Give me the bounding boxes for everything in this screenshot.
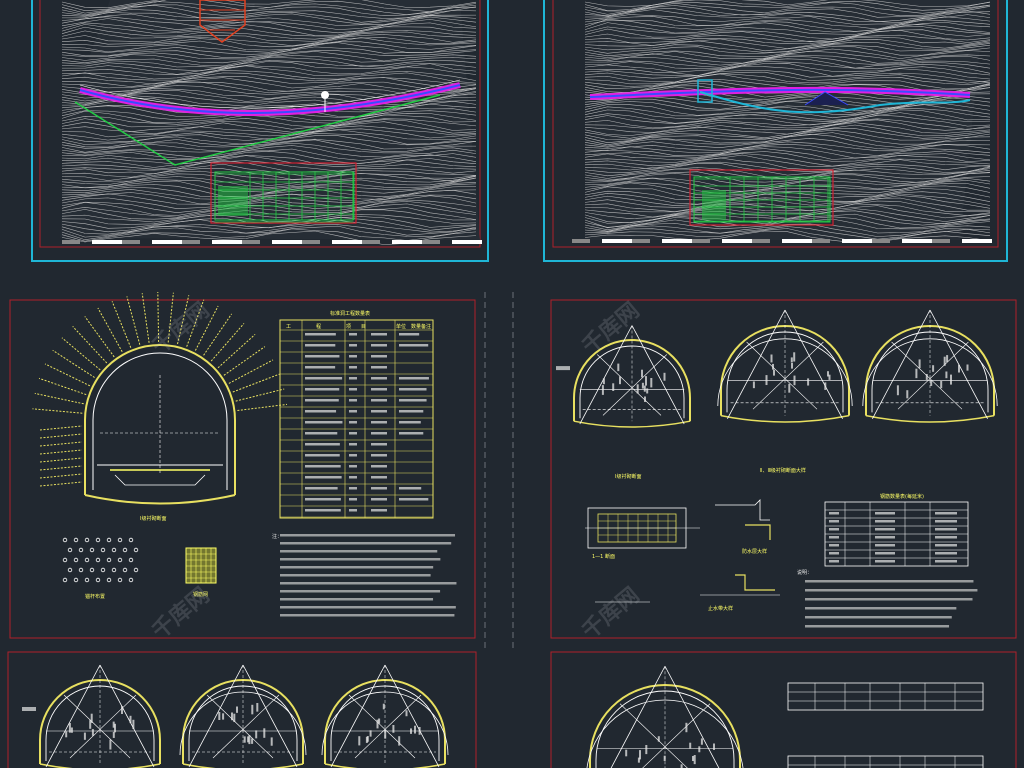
lining-table-header-cell: 单位 xyxy=(396,323,406,330)
sheet-bottom-right xyxy=(550,651,1017,768)
watermark-text-3: 千库网 xyxy=(148,583,215,645)
support-notes xyxy=(805,580,978,628)
support-caption-b: Ⅱ、Ⅲ级衬砌断面大样 xyxy=(760,467,806,474)
sheet-lining-frame xyxy=(9,299,476,639)
sheet-plan-view xyxy=(31,0,489,262)
lining-notes-label: 注： xyxy=(272,533,282,540)
tunnel-section-f xyxy=(321,664,449,768)
plan-contour-lines xyxy=(60,0,480,245)
support-caption-f: 止水带大样 xyxy=(708,605,733,612)
bottom-right-table-1 xyxy=(787,682,984,711)
lining-table-title: 标准洞工程数量表 xyxy=(330,310,370,317)
compass-icon xyxy=(321,91,329,112)
watermark-text-4: 千库网 xyxy=(578,583,645,645)
support-rebar-table: 钢筋数量表(每延米) xyxy=(824,493,969,567)
lining-table-header-cell: 备注 xyxy=(421,323,431,330)
lining-section-caption: Ⅰ级衬砌断面 xyxy=(140,515,166,522)
bolt-layout-grid xyxy=(62,537,139,583)
bolt-grid-caption: 锚杆布置 xyxy=(85,593,105,600)
watermark: 千库网 千库网 千库网 千库网 xyxy=(148,298,645,645)
tunnel-section-c xyxy=(862,309,998,423)
support-caption-a: Ⅰ级衬砌断面 xyxy=(615,473,641,480)
tunnel-section-b xyxy=(717,309,853,423)
bottom-right-table-2 xyxy=(787,755,984,768)
support-table-title: 钢筋数量表(每延米) xyxy=(880,493,924,500)
lining-quantity-table: 标准洞工程数量表 工 程 项 目 单位数量备注 xyxy=(279,310,434,519)
plan-red-structure xyxy=(199,0,246,43)
sheet-plan-outer-frame xyxy=(31,0,489,262)
tunnel-section-e xyxy=(179,664,307,768)
profile-quantity-table xyxy=(689,169,834,226)
plan-boundary-line xyxy=(74,94,441,166)
lining-table-header-cell: 程 xyxy=(316,323,321,330)
lining-table-header-cell: 工 xyxy=(286,324,291,330)
lining-table-header-cell: 项 xyxy=(346,324,351,330)
sheet-lining-section: Ⅰ级衬砌断面 锚杆布置 钢筋网 标准洞工程数量表 工 程 项 目 单位数量备注 注： xyxy=(9,291,476,639)
watermark-text-1: 千库网 xyxy=(148,298,215,360)
tunnel-section-a xyxy=(556,325,691,428)
sheet-bottom-left xyxy=(7,651,477,768)
sheet-plan-inner-frame xyxy=(39,0,481,248)
tunnel-section-outline xyxy=(84,344,236,505)
profile-alignment xyxy=(589,79,971,114)
rock-bolt-fan xyxy=(32,291,288,487)
lining-notes xyxy=(280,534,457,617)
plan-scale-bar xyxy=(62,240,482,244)
tunnel-section-g xyxy=(586,666,744,768)
tunnel-section-d xyxy=(22,664,161,768)
section-1-1-detail xyxy=(585,507,700,549)
sheet-profile-outer-frame xyxy=(543,0,1008,262)
steel-mesh-detail xyxy=(185,547,217,584)
lining-table-header-cell: 数量 xyxy=(411,323,421,330)
sheet-support-frame xyxy=(550,299,1017,639)
plan-road-alignment xyxy=(79,79,461,116)
support-caption-e: 防水层大样 xyxy=(742,548,767,555)
sheet-bottom-left-frame xyxy=(7,651,477,768)
profile-scale-bar xyxy=(572,239,992,243)
sheet-profile-inner-frame xyxy=(552,0,999,248)
support-caption-d: 1—1 断面 xyxy=(592,553,615,560)
mesh-caption: 钢筋网 xyxy=(193,591,208,598)
sheet-profile-view xyxy=(543,0,1008,262)
plan-quantity-table xyxy=(210,162,357,224)
sheet-support-sections: Ⅰ级衬砌断面 Ⅱ、Ⅲ级衬砌断面大样 1—1 断面 防水层大样 止水带大样 钢筋数… xyxy=(550,299,1017,639)
waterproof-detail xyxy=(595,499,780,603)
sheet-bottom-right-frame xyxy=(550,651,1017,768)
profile-contour-lines xyxy=(584,0,991,243)
lining-table-header-cell: 目 xyxy=(361,324,366,330)
support-notes-label: 说明： xyxy=(797,569,812,576)
